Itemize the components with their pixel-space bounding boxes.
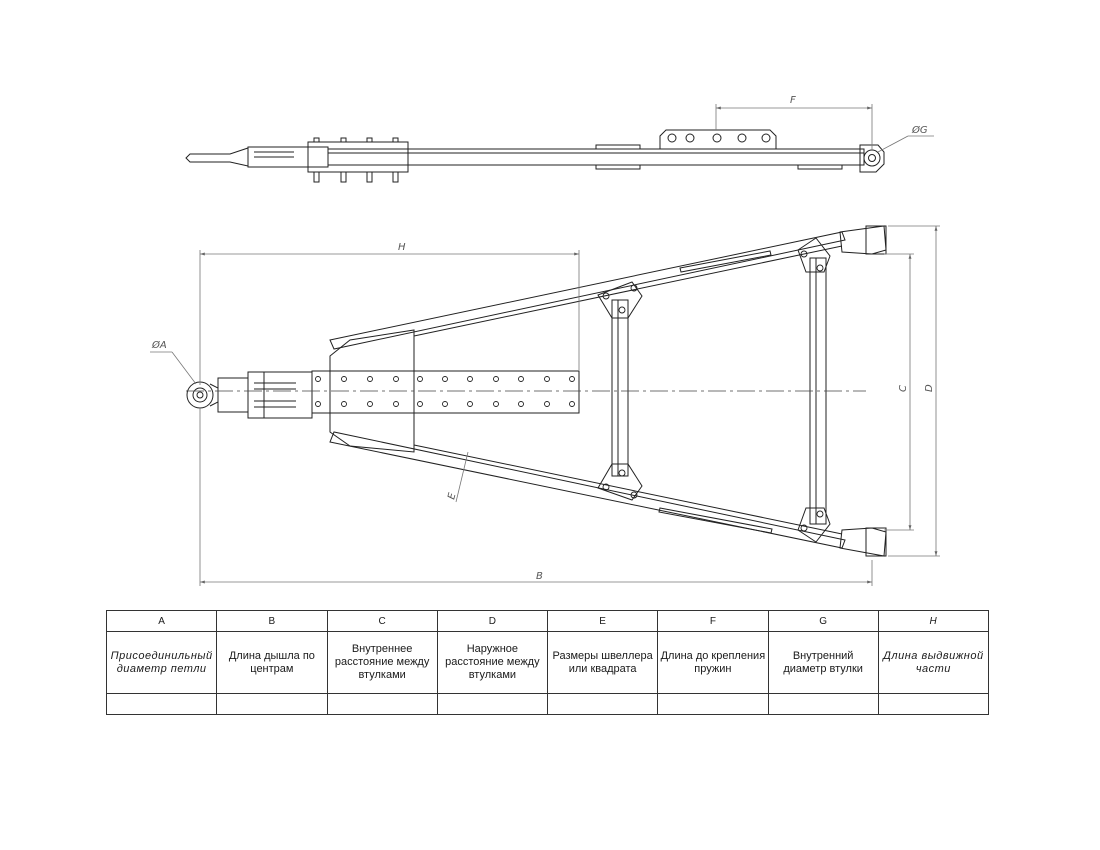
column-description-b: Длина дышла по центрам <box>216 631 328 694</box>
dimension-label-h: H <box>398 242 406 253</box>
front-mounting-plate <box>329 329 415 453</box>
column-description-g: Внутренний диаметр втулки <box>767 631 879 694</box>
column-description-f: Длина до крепления пружин <box>657 631 769 694</box>
dimensions-spec-table: A B C D E F G H Присоединильный диаметр … <box>105 610 990 715</box>
dimension-label-a: ØA <box>151 339 167 351</box>
column-description-a: Присоединильный диаметр петли <box>105 631 218 694</box>
value-cell-h[interactable] <box>877 693 990 715</box>
dimension-label-c: C <box>898 385 909 392</box>
dimension-label-d: D <box>924 384 935 392</box>
rear-bushing-bottom <box>839 527 887 557</box>
sliding-bar <box>311 370 580 414</box>
column-letter-d: D <box>436 610 549 632</box>
column-description-h: Длина выдвижной части <box>877 631 990 694</box>
column-description-e: Размеры швеллера или квадрата <box>546 631 659 694</box>
column-description-c: Внутреннее расстояние между втулками <box>326 631 438 694</box>
dimension-label-f: F <box>790 95 796 106</box>
value-cell-a[interactable] <box>105 693 218 715</box>
column-letter-b: B <box>216 610 328 632</box>
side-view-rear-bushing <box>863 149 881 167</box>
upper-arm <box>329 231 846 350</box>
column-letter-a: A <box>105 610 218 632</box>
side-view-spring-bracket <box>659 129 777 149</box>
drawbar-technical-drawing: F ØG <box>150 95 940 586</box>
dimension-label-g: ØG <box>911 124 928 136</box>
side-view-tip <box>185 147 249 167</box>
value-cell-b[interactable] <box>216 693 328 715</box>
side-view-clamp-plate <box>307 141 409 173</box>
table-header-row: A B C D E F G H <box>105 610 990 632</box>
top-view <box>186 225 887 557</box>
value-cell-e[interactable] <box>546 693 659 715</box>
telescopic-tube <box>217 377 249 413</box>
value-cell-g[interactable] <box>767 693 879 715</box>
rear-bushing-top <box>839 225 887 255</box>
hole-pattern <box>315 250 824 532</box>
dimension-label-b: B <box>536 571 543 582</box>
column-letter-c: C <box>326 610 438 632</box>
side-view-bolts <box>313 137 399 183</box>
column-letter-f: F <box>657 610 769 632</box>
value-cell-c[interactable] <box>326 693 438 715</box>
hitch-eye <box>186 381 214 409</box>
table-description-row: Присоединильный диаметр петли Длина дышл… <box>105 631 990 694</box>
column-description-d: Наружное расстояние между втулками <box>436 631 549 694</box>
side-view <box>185 129 885 183</box>
column-letter-g: G <box>767 610 879 632</box>
column-letter-h: H <box>877 610 990 632</box>
value-cell-f[interactable] <box>657 693 769 715</box>
lower-arm <box>329 431 846 549</box>
value-cell-d[interactable] <box>436 693 549 715</box>
column-letter-e: E <box>546 610 659 632</box>
table-value-row <box>105 693 990 715</box>
front-cross-member <box>611 299 629 477</box>
dimension-label-e: E <box>446 491 458 501</box>
